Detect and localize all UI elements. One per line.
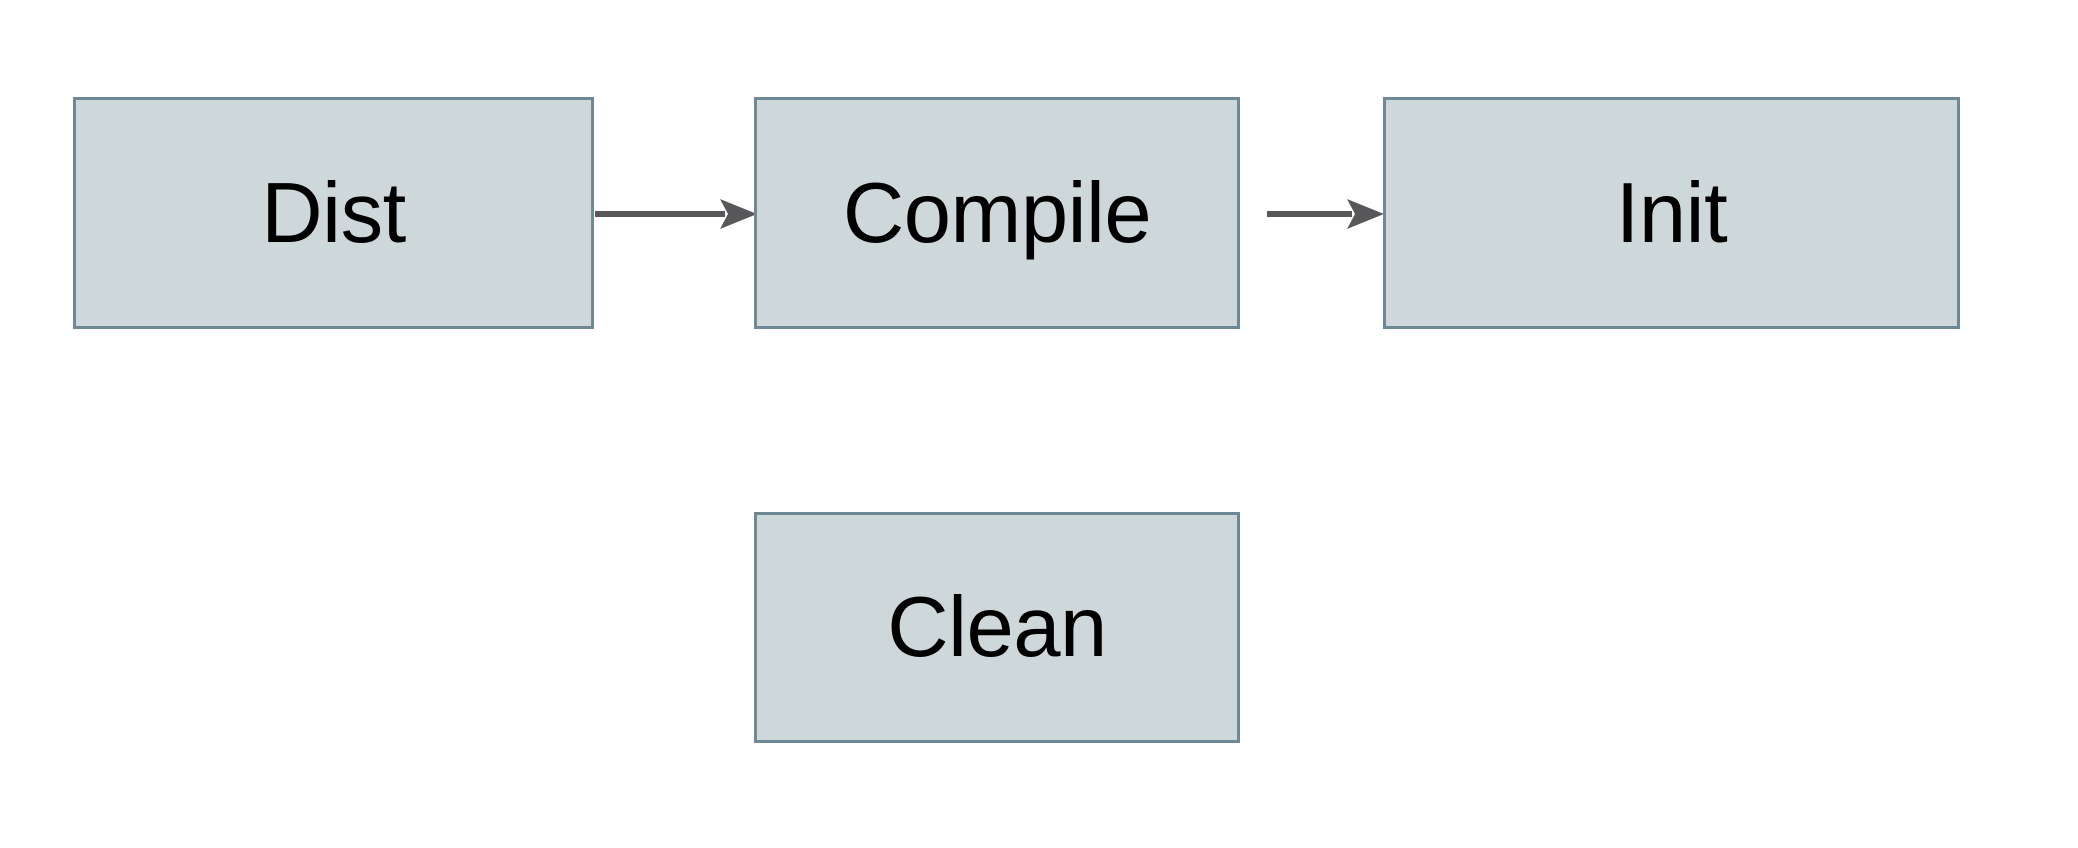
diagram-edge-dist-compile[interactable] <box>594 193 758 235</box>
diagram-node-label: Init <box>1615 165 1728 261</box>
diagram-node-clean[interactable]: Clean <box>754 512 1240 743</box>
diagram-node-init[interactable]: Init <box>1383 97 1960 329</box>
diagram-node-label: Compile <box>842 165 1152 261</box>
arrow-right-icon <box>720 199 757 229</box>
diagram-node-label: Dist <box>261 165 406 261</box>
diagram-node-compile[interactable]: Compile <box>754 97 1240 329</box>
arrow-right-icon <box>1347 199 1384 229</box>
diagram-node-label: Clean <box>887 580 1107 675</box>
diagram-edge-compile-init[interactable] <box>1240 193 1385 235</box>
diagram-node-dist[interactable]: Dist <box>73 97 594 329</box>
